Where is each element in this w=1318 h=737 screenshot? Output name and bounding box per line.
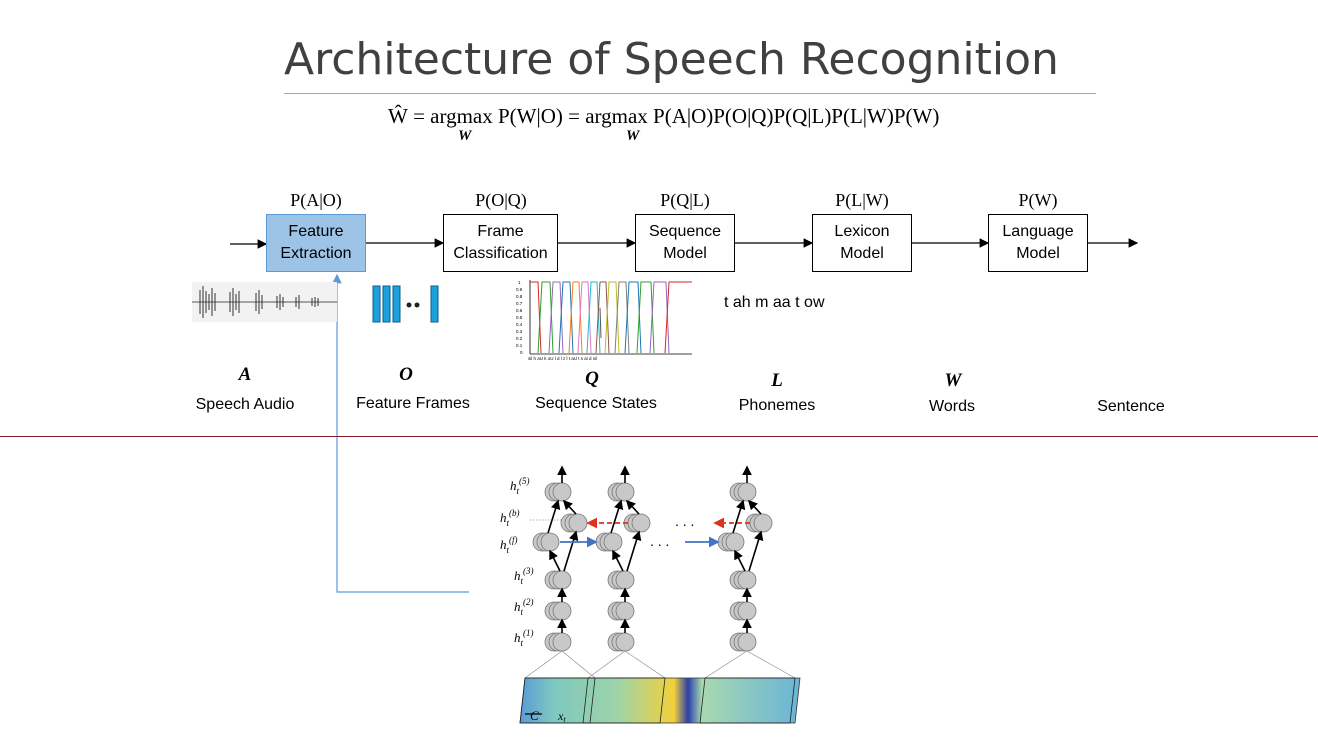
svg-text:1: 1 <box>518 280 521 285</box>
symbol-audio: A <box>238 364 252 385</box>
frame-box-line2: Classification <box>453 245 548 262</box>
symbol-states: Q <box>585 368 599 389</box>
prob-label-lexicon: P(L|W) <box>835 190 889 210</box>
lexicon-box-line2: Model <box>840 245 884 262</box>
argmax-subscript-2: W <box>626 128 640 144</box>
label-feature-frames: Feature Frames <box>356 395 470 412</box>
svg-text:0.6: 0.6 <box>516 308 523 313</box>
prob-label-feature: P(A|O) <box>290 190 342 210</box>
prob-label-language: P(W) <box>1018 190 1058 210</box>
svg-text:0.2: 0.2 <box>516 336 523 341</box>
svg-text:0: 0 <box>520 350 523 355</box>
title-underline <box>284 93 1096 94</box>
symbol-words: W <box>944 370 962 391</box>
layer-label-2: ht(2) <box>514 597 534 617</box>
feature-frames-icon <box>372 285 439 323</box>
network-link-line <box>332 273 469 593</box>
feature-box-line2: Extraction <box>280 245 352 262</box>
argmax-subscript-1: W <box>458 128 472 144</box>
slide-title: Architecture of Speech Recognition <box>284 34 1059 85</box>
svg-text:. . .: . . . <box>675 513 694 529</box>
svg-text:0.4: 0.4 <box>516 322 523 327</box>
svg-text:sil h aU k oU l d l z: sil h aU k oU l d l z l t aU t s ai d si… <box>528 356 597 360</box>
label-speech-audio: Speech Audio <box>195 396 295 413</box>
language-box-line1: Language <box>1002 223 1074 240</box>
state-posterior-plot: 1 0.9 0.8 0.7 0.6 0.5 0.4 0.3 0.2 0.1 0 sil h aU… <box>516 280 692 360</box>
argmax-formula: Ŵ = argmax P(W|O) = argmax P(A|O)P(O|Q)P… <box>388 104 940 144</box>
phoneme-sequence-text: t ah m aa t ow <box>724 294 825 311</box>
language-box-line2: Model <box>1016 245 1060 262</box>
sequence-box-line1: Sequence <box>648 223 722 240</box>
svg-text:0.8: 0.8 <box>516 294 523 299</box>
section-divider <box>0 436 1318 437</box>
symbol-frames: O <box>399 364 413 385</box>
bidirectional-rnn-diagram: ht(5) ht(b) ht(f) ht(3) ht(2) ht(1) <box>500 465 801 724</box>
prob-label-sequence: P(Q|L) <box>660 190 710 210</box>
sequence-box-line2: Model <box>663 245 707 262</box>
svg-text:0.1: 0.1 <box>516 343 523 348</box>
layer-label-3: ht(3) <box>514 566 534 586</box>
label-words: Words <box>929 398 975 415</box>
symbol-phonemes: L <box>771 370 783 391</box>
formula-text: Ŵ = argmax P(W|O) = argmax P(A|O)P(O|Q)P… <box>388 104 940 128</box>
label-sentence: Sentence <box>1097 398 1165 415</box>
label-phonemes: Phonemes <box>738 397 816 414</box>
layer-label-forward: ht(f) <box>500 535 518 555</box>
waveform-image <box>192 282 337 322</box>
svg-text:0.5: 0.5 <box>516 315 523 320</box>
svg-text:. . .: . . . <box>650 533 669 549</box>
feature-box-line1: Feature <box>288 223 344 240</box>
svg-text:0.7: 0.7 <box>516 301 523 306</box>
layer-label-1: ht(1) <box>514 628 534 648</box>
frame-box-line1: Frame <box>477 223 524 240</box>
svg-text:0.9: 0.9 <box>516 287 523 292</box>
svg-text:0.3: 0.3 <box>516 329 523 334</box>
input-frame-label: xt <box>557 709 566 724</box>
layer-label-5: ht(5) <box>510 476 530 496</box>
prob-label-frame: P(O|Q) <box>475 190 527 210</box>
label-sequence-states: Sequence States <box>535 395 657 412</box>
layer-label-backward: ht(b) <box>500 508 520 528</box>
lexicon-box-line1: Lexicon <box>834 223 890 240</box>
context-width-label: C <box>530 708 539 723</box>
